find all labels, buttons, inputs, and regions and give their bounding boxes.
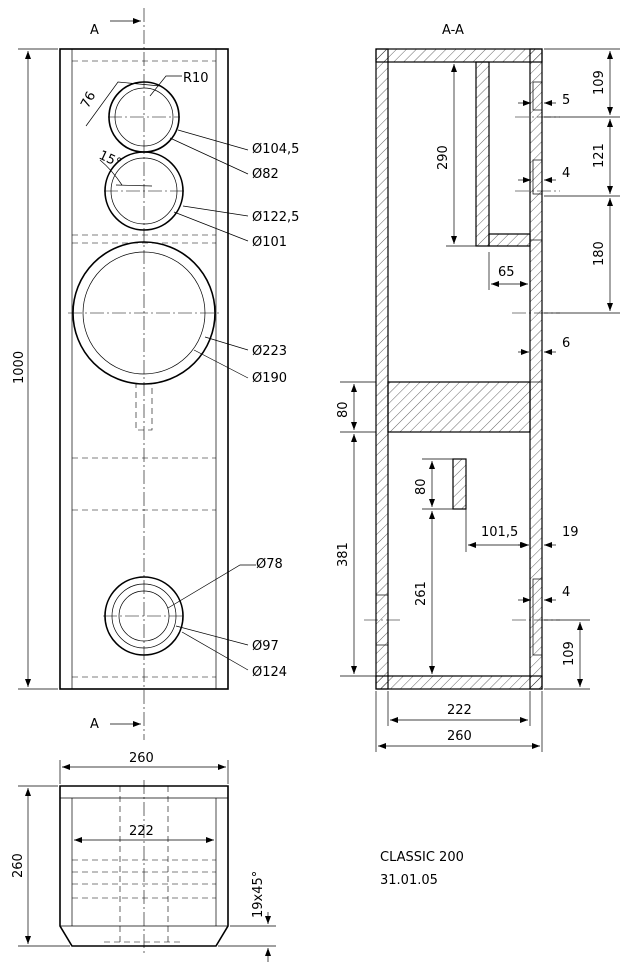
dim-80-brace: 80 bbox=[414, 478, 429, 495]
overall-height-label: 1000 bbox=[12, 351, 27, 384]
dim-4-upper: 4 bbox=[562, 166, 570, 181]
section-mark-top: A bbox=[90, 23, 99, 38]
model-name: CLASSIC 200 bbox=[380, 850, 464, 865]
dim-80-shelf: 80 bbox=[336, 401, 351, 418]
chamber-side-wall bbox=[475, 61, 490, 247]
dim-101-5: 101,5 bbox=[481, 525, 518, 540]
section-outer-width: 260 bbox=[447, 729, 472, 744]
tweeter-outer-dim: Ø104,5 bbox=[252, 142, 299, 157]
angle-label: 15° bbox=[96, 148, 123, 171]
dim-19: 19 bbox=[562, 525, 579, 540]
internal-shelf bbox=[387, 381, 531, 433]
port-flange-dim: Ø97 bbox=[252, 639, 279, 654]
section-title: A-A bbox=[442, 23, 464, 38]
chamber-bottom-wall bbox=[488, 233, 531, 247]
dim-65: 65 bbox=[498, 265, 515, 280]
top-outer-width: 260 bbox=[129, 751, 154, 766]
top-wall bbox=[375, 48, 543, 63]
radius-label: R10 bbox=[183, 71, 209, 86]
brace-block bbox=[452, 458, 467, 510]
port-outer-dim: Ø124 bbox=[252, 665, 287, 680]
dim-121: 121 bbox=[592, 143, 607, 168]
port-bore-dim: Ø78 bbox=[256, 557, 283, 572]
bottom-wall bbox=[375, 675, 543, 690]
drawing-date: 31.01.05 bbox=[380, 873, 438, 888]
section-view bbox=[340, 48, 620, 752]
dim-6: 6 bbox=[562, 336, 570, 351]
midrange-outer-dim: Ø122,5 bbox=[252, 210, 299, 225]
woofer-outer-dim: Ø223 bbox=[252, 344, 287, 359]
section-mark-bottom: A bbox=[90, 717, 99, 732]
dim-4-lower: 4 bbox=[562, 585, 570, 600]
woofer-magnet-hidden bbox=[135, 383, 153, 431]
dim-109-top: 109 bbox=[592, 70, 607, 95]
dim-5: 5 bbox=[562, 93, 570, 108]
dim-381: 381 bbox=[336, 542, 351, 567]
chamfer-label: 19x45° bbox=[251, 871, 266, 918]
dim-261: 261 bbox=[414, 581, 429, 606]
top-depth: 260 bbox=[11, 853, 26, 878]
back-wall bbox=[375, 48, 389, 690]
dim-290: 290 bbox=[436, 145, 451, 170]
dim-109-bottom: 109 bbox=[562, 641, 577, 666]
angle-dim-label: 76 bbox=[78, 89, 99, 111]
front-baffle bbox=[529, 48, 543, 690]
dim-180: 180 bbox=[592, 241, 607, 266]
top-inner-width: 222 bbox=[129, 824, 154, 839]
woofer-cutout-dim: Ø190 bbox=[252, 371, 287, 386]
midrange-cutout-dim: Ø101 bbox=[252, 235, 287, 250]
top-view bbox=[18, 760, 276, 962]
section-inner-width: 222 bbox=[447, 703, 472, 718]
front-view bbox=[18, 8, 256, 740]
tweeter-cutout-dim: Ø82 bbox=[252, 167, 279, 182]
